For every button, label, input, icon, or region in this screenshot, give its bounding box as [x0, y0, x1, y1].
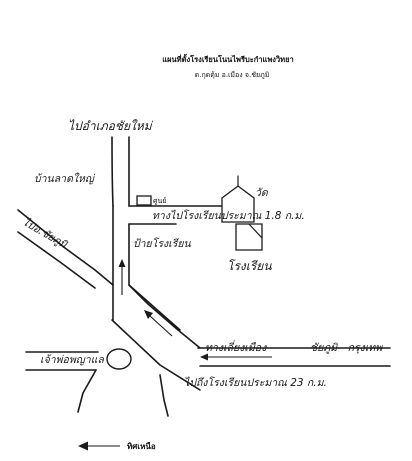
road-diag-upper: [128, 284, 181, 331]
arrow-left-icon-1: [200, 353, 208, 361]
label-to-city: ไปอ.ชัยภูมิ: [21, 215, 71, 251]
road-to-city-bottom: [17, 231, 96, 289]
road-south-right: [159, 374, 169, 417]
label-temple: วัด: [255, 187, 269, 199]
north-label: ทิศเหนือ: [127, 441, 156, 451]
label-junction: ทางเลี่ยงเมือง: [205, 340, 267, 354]
label-shop: ศูนย์: [153, 197, 166, 205]
label-ban-lat-yai: บ้านลาดใหญ่: [34, 172, 96, 185]
label-school-signpost: ป้ายโรงเรียน: [133, 237, 192, 250]
label-chao-pho: เจ้าพ่อพญาแล: [40, 354, 104, 366]
map-subtitle: ต.กุดตุ้ม อ.เมือง จ.ชัยภูมิ: [195, 71, 270, 79]
school-roof-detail: [248, 223, 263, 239]
label-to-khon-kaen: ไปอำเภอชัยใหม่: [68, 119, 154, 133]
temple-building-icon: [221, 185, 255, 223]
arrow-diag-icon: [144, 310, 153, 319]
road-main-right: [128, 223, 201, 349]
arrow-up-icon: [118, 259, 126, 267]
label-to-school-distance: ไปถึงโรงเรียนประมาณ 23 ก.ม.: [184, 376, 327, 389]
north-arrow-icon: [78, 441, 88, 451]
map-title: แผนที่ตั้งโรงเรียนโนนไพรีบะกำแพงวิทยา: [162, 53, 293, 64]
road-to-city-top: [17, 209, 114, 286]
shop-building-icon: [136, 195, 152, 206]
arrow-diag-line: [149, 315, 173, 337]
label-school: โรงเรียน: [227, 259, 272, 273]
road-diag-lower: [111, 319, 201, 391]
label-to-bangkok: ชัยภูมิ - กรุงเทพ: [310, 342, 383, 354]
school-building-icon: [235, 223, 263, 251]
road-south-left: [77, 369, 97, 413]
label-sign-distance: ทางไปโรงเรียนประมาณ 1.8 ก.ม.: [152, 209, 305, 222]
roundabout-icon: [106, 348, 132, 370]
road-north-left: [111, 136, 114, 207]
